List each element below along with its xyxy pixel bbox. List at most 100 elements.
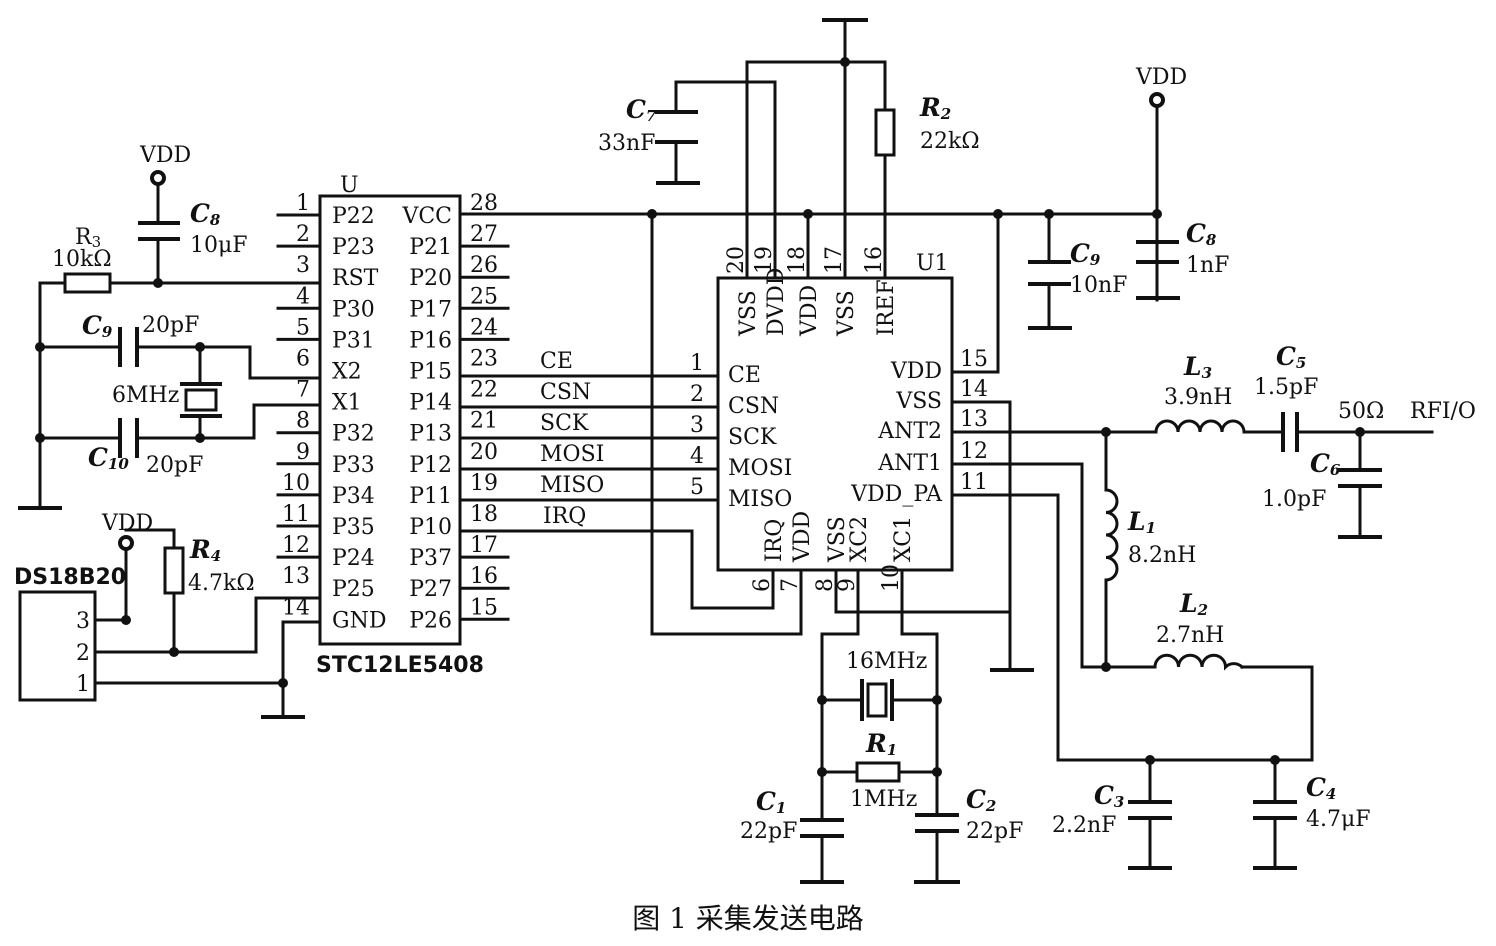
figure-caption: 图 1 采集发送电路 bbox=[632, 902, 864, 935]
mcu-pin-number: 27 bbox=[470, 222, 498, 247]
mcu-pin-number: 16 bbox=[470, 564, 498, 589]
mcu-pin-number: 19 bbox=[470, 471, 498, 496]
c5-value: 1.5pF bbox=[1254, 375, 1318, 400]
c6-value: 1.0pF bbox=[1262, 487, 1326, 512]
antenna-impedance: 50Ω bbox=[1338, 399, 1384, 424]
u1-designator: U1 bbox=[916, 251, 949, 276]
ds18b20-pin1: 1 bbox=[76, 672, 90, 697]
c6-label: C6 bbox=[1310, 449, 1341, 479]
u1-pin-name: DVDD bbox=[764, 268, 789, 336]
mcu-pin-name: P14 bbox=[409, 391, 452, 416]
c8a-value: 10μF bbox=[190, 233, 248, 258]
u1-pin-number: 7 bbox=[778, 578, 803, 592]
mcu-pin-name: X1 bbox=[332, 391, 362, 416]
u1-pin-number: 11 bbox=[960, 470, 988, 495]
u1-pin-name: CE bbox=[728, 363, 761, 388]
mcu-pin-number: 10 bbox=[282, 471, 310, 496]
u1-pin-number: 8 bbox=[813, 578, 838, 592]
r1-resistor bbox=[855, 761, 901, 783]
c3-capacitor bbox=[1128, 800, 1172, 820]
u1-pin-name: VSS bbox=[834, 290, 859, 337]
mcu-pin-name: P15 bbox=[409, 360, 452, 385]
r1-label: R1 bbox=[865, 729, 897, 759]
mcu-pin-number: 17 bbox=[470, 533, 498, 558]
mcu-pin-number: 13 bbox=[282, 564, 310, 589]
r2-label: R2 bbox=[919, 93, 951, 123]
u1-pin-number: 12 bbox=[960, 439, 988, 464]
u1-pin-name: VDD bbox=[890, 359, 942, 384]
c4-label: C4 bbox=[1306, 773, 1336, 803]
u1-pin-name: VSS bbox=[895, 389, 942, 414]
u1-pin-name: IREF bbox=[874, 279, 899, 336]
mcu-pin-number: 1 bbox=[296, 191, 310, 216]
x2-value: 16MHz bbox=[846, 649, 927, 674]
mcu-pin-name: VCC bbox=[401, 204, 452, 229]
c10-capacitor bbox=[118, 418, 139, 458]
c8a-label: C8 bbox=[190, 199, 221, 229]
c4-value: 4.7μF bbox=[1306, 807, 1371, 832]
mcu-pin-number: 8 bbox=[296, 409, 310, 434]
mcu-pin-number: 12 bbox=[282, 533, 310, 558]
c8b-value: 1nF bbox=[1186, 253, 1229, 278]
net-label-irq: IRQ bbox=[543, 504, 586, 529]
c10-value: 20pF bbox=[146, 453, 203, 478]
u1-pin-number: 6 bbox=[750, 578, 775, 592]
mcu-pin-labels: 1P222P233RST4P305P316X27X18P329P3310P341… bbox=[282, 191, 498, 633]
u1-pin-number: 9 bbox=[835, 578, 860, 592]
c2-capacitor bbox=[915, 813, 959, 833]
mcu-pin-number: 11 bbox=[282, 502, 310, 527]
mcu-pin-number: 23 bbox=[470, 347, 498, 372]
r1-value: 1MHz bbox=[850, 787, 917, 812]
u1-pin-number: 16 bbox=[862, 246, 887, 274]
l1-inductor bbox=[1104, 488, 1119, 582]
c9b-value: 10nF bbox=[1070, 273, 1127, 298]
mcu-pin-name: P32 bbox=[332, 422, 375, 447]
wire-c9a bbox=[38, 345, 322, 380]
c3-value: 2.2nF bbox=[1052, 813, 1116, 838]
l2-value: 2.7nH bbox=[1156, 623, 1224, 648]
u1-pin-number: 15 bbox=[960, 347, 988, 372]
c7-label: C7 bbox=[626, 95, 657, 125]
c4-capacitor bbox=[1253, 800, 1297, 820]
u1-pin-name: SCK bbox=[728, 425, 777, 450]
r2-resistor bbox=[874, 108, 896, 157]
mcu-pin-name: P21 bbox=[409, 235, 452, 260]
l2-label: L2 bbox=[1179, 589, 1208, 619]
antenna-port: RFI/O bbox=[1410, 399, 1476, 424]
vdd-terminal-rf bbox=[1149, 92, 1165, 108]
capacitors bbox=[118, 110, 1382, 838]
mcu-pin-name: P12 bbox=[409, 453, 452, 478]
u1-pin-name: VDD bbox=[790, 511, 815, 563]
mcu-pin-number: 3 bbox=[296, 253, 310, 278]
u1-pin-number: 2 bbox=[690, 382, 704, 407]
c7-capacitor bbox=[655, 110, 698, 144]
c6-capacitor bbox=[1338, 468, 1382, 488]
c2-value: 22pF bbox=[966, 819, 1023, 844]
mcu-pin-number: 24 bbox=[470, 315, 498, 340]
wire-u1-pin8 bbox=[834, 568, 1012, 614]
u1-pin-name: IRQ bbox=[762, 519, 787, 562]
mcu-pin-name: P17 bbox=[409, 297, 452, 322]
l3-inductor bbox=[1154, 419, 1246, 434]
l1-value: 8.2nH bbox=[1128, 543, 1196, 568]
mcu-pin-stubs bbox=[276, 213, 510, 621]
net-label-sck: SCK bbox=[540, 411, 589, 436]
u1-pin-name: ANT1 bbox=[877, 451, 942, 476]
mcu-pin-name: P10 bbox=[409, 515, 452, 540]
mcu-pin-name: P33 bbox=[332, 453, 375, 478]
c8b-capacitor bbox=[1136, 240, 1179, 264]
wire-u1-pin12 bbox=[950, 462, 1314, 762]
mcu-pin-number: 20 bbox=[470, 440, 498, 465]
mcu-pin-number: 9 bbox=[296, 440, 310, 465]
junctions bbox=[35, 57, 1365, 777]
net-label-ce: CE bbox=[540, 349, 573, 374]
mcu-pin-name: P26 bbox=[409, 608, 452, 633]
c3-label: C3 bbox=[1094, 781, 1124, 811]
mcu-pin-number: 18 bbox=[470, 502, 498, 527]
u1-body bbox=[716, 276, 954, 572]
mcu-pin-name: P22 bbox=[332, 204, 375, 229]
mcu-pin-number: 7 bbox=[296, 378, 310, 403]
c2-label: C2 bbox=[966, 785, 996, 815]
r4-value: 4.7kΩ bbox=[188, 571, 255, 596]
